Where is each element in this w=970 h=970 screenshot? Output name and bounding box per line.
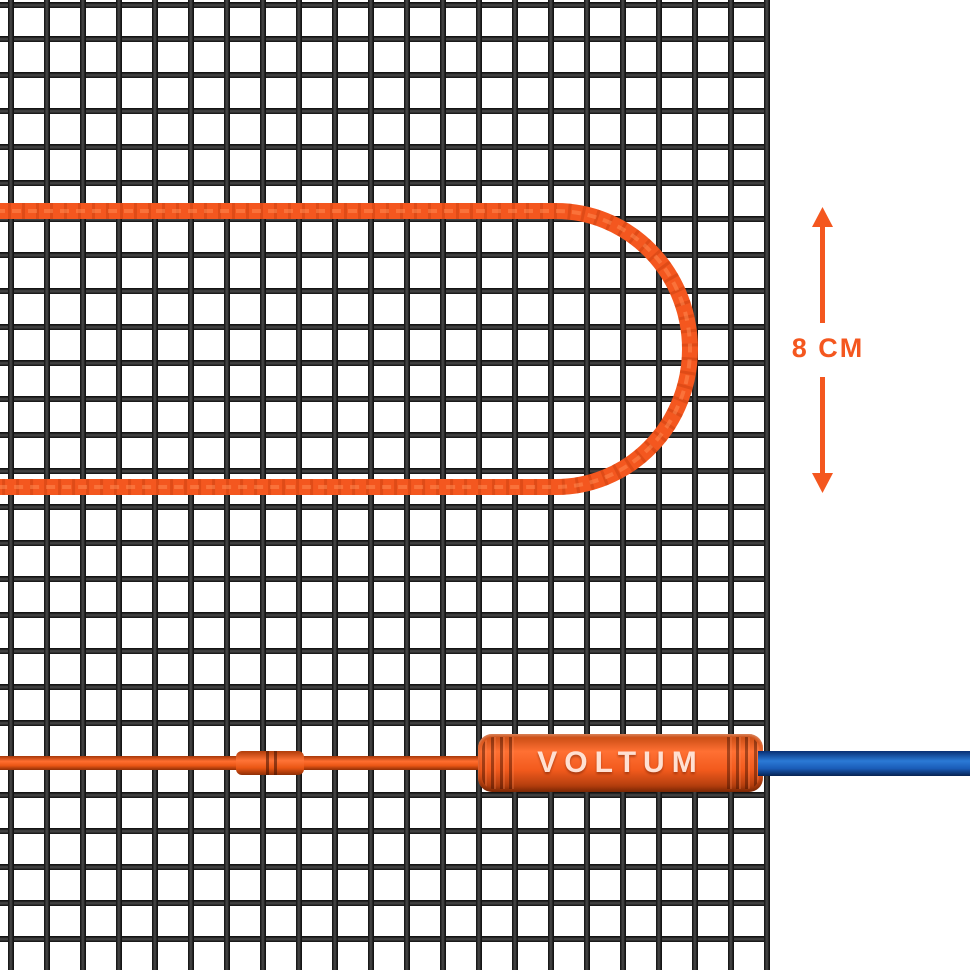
splice-notch <box>274 751 277 775</box>
brand-label: VOLTUM <box>537 746 704 779</box>
dimension-label: 8 CM <box>791 333 865 363</box>
splice-notch <box>266 751 269 775</box>
cable-splice <box>236 751 304 775</box>
dimension-arrow-icon <box>812 207 833 493</box>
wire-mesh-grid <box>0 0 770 970</box>
connector-body: VOLTUM <box>478 734 763 792</box>
connector-rib-left <box>482 737 514 789</box>
power-lead-cable-blue <box>758 751 970 776</box>
connector-rib-right <box>727 737 759 789</box>
